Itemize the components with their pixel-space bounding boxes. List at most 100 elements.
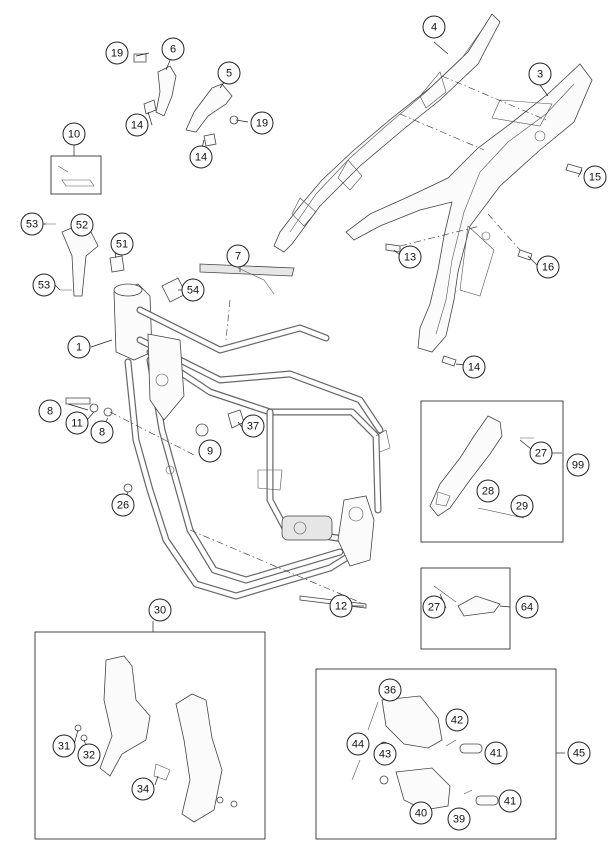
- assembly-line: [441, 75, 547, 121]
- callout-circle: [567, 741, 591, 765]
- box-group-64: [420, 567, 511, 650]
- callout-circle: [189, 145, 213, 169]
- callout-circle: [422, 15, 446, 39]
- callout-circle: [484, 741, 508, 765]
- callout-label: 8: [99, 427, 105, 439]
- callout-c16: 16: [536, 255, 560, 279]
- callout-circle: [462, 355, 486, 379]
- callout-circle: [378, 678, 402, 702]
- callout-label: 7: [235, 251, 241, 263]
- callout-label: 16: [542, 262, 554, 274]
- callout-label: 64: [521, 602, 533, 614]
- callout-label: 31: [58, 741, 70, 753]
- hardware-parts: [44, 53, 583, 609]
- callout-label: 12: [335, 601, 347, 613]
- callout-label: 53: [38, 280, 50, 292]
- callout-circle: [131, 777, 155, 801]
- callout-c53a: 53: [20, 212, 44, 236]
- callout-label: 34: [137, 784, 149, 796]
- callout-label: 26: [117, 500, 129, 512]
- callout-circle: [62, 122, 86, 146]
- callout-circle: [65, 411, 89, 435]
- assembly-line: [487, 213, 521, 251]
- callout-c4: 4: [422, 15, 446, 39]
- callout-label: 8: [47, 406, 53, 418]
- callout-circle: [52, 734, 76, 758]
- callout-circle: [583, 165, 607, 189]
- callout-circle: [422, 595, 446, 619]
- group-99-parts: [429, 415, 534, 519]
- callout-circle: [398, 245, 422, 269]
- callout-circle: [70, 213, 94, 237]
- callout-c8b: 8: [90, 420, 114, 444]
- callout-label: 43: [379, 749, 391, 761]
- callout-label: 39: [453, 814, 465, 826]
- callout-circle: [217, 61, 241, 85]
- group-30-parts: [74, 655, 238, 823]
- callout-label: 13: [404, 252, 416, 264]
- callout-label: 32: [83, 750, 95, 762]
- callout-label: 14: [131, 120, 143, 132]
- callout-c9: 9: [198, 439, 222, 463]
- callout-c14a: 14: [462, 355, 486, 379]
- main-frame: [113, 283, 391, 600]
- callout-circle: [528, 62, 552, 86]
- callout-label: 44: [352, 739, 364, 751]
- callout-c39: 39: [447, 807, 471, 831]
- callout-c7: 7: [226, 244, 250, 268]
- callout-c14c: 14: [189, 145, 213, 169]
- callout-circle: [226, 244, 250, 268]
- callout-label: 37: [247, 421, 259, 433]
- callout-c42: 42: [445, 708, 469, 732]
- callout-c5: 5: [217, 61, 241, 85]
- callout-circle: [198, 439, 222, 463]
- assembly-line: [225, 299, 231, 341]
- callout-circle: [161, 37, 185, 61]
- callout-c30: 30: [148, 598, 172, 622]
- callout-c54: 54: [181, 278, 205, 302]
- callout-c28: 28: [476, 479, 500, 503]
- callout-c44: 44: [346, 732, 370, 756]
- callout-circle: [90, 420, 114, 444]
- callout-circle: [498, 789, 522, 813]
- callout-circle: [125, 113, 149, 137]
- group-64-parts: [433, 585, 501, 617]
- callout-circle: [536, 255, 560, 279]
- callout-label: 27: [535, 448, 547, 460]
- callout-circle: [510, 494, 534, 518]
- callout-label: 28: [482, 486, 494, 498]
- callout-circle: [111, 493, 135, 517]
- callout-label: 29: [516, 501, 528, 513]
- callout-circle: [181, 278, 205, 302]
- callout-c52: 52: [70, 213, 94, 237]
- callout-label: 41: [490, 748, 502, 760]
- callout-circle: [110, 232, 134, 256]
- callout-c64: 64: [515, 595, 539, 619]
- callout-c41b: 41: [498, 789, 522, 813]
- subframe-left-rail: [273, 13, 501, 253]
- callout-circle: [346, 732, 370, 756]
- callout-circle: [32, 273, 56, 297]
- callout-c3: 3: [528, 62, 552, 86]
- callout-c43: 43: [373, 742, 397, 766]
- callout-label: 10: [68, 129, 80, 141]
- callout-label: 9: [207, 446, 213, 458]
- callout-c6: 6: [161, 37, 185, 61]
- callout-label: 6: [170, 44, 176, 56]
- callout-circle: [329, 594, 353, 618]
- callout-circle: [105, 41, 129, 65]
- callout-label: 42: [451, 715, 463, 727]
- callout-circle: [250, 111, 274, 135]
- callout-label: 30: [154, 605, 166, 617]
- callout-c29: 29: [510, 494, 534, 518]
- callout-c51: 51: [110, 232, 134, 256]
- box-group-99: [420, 400, 564, 543]
- callout-c26: 26: [111, 493, 135, 517]
- assembly-line: [399, 113, 485, 151]
- callout-c13: 13: [398, 245, 422, 269]
- callout-c15: 15: [583, 165, 607, 189]
- callout-c34: 34: [131, 777, 155, 801]
- callout-label: 19: [111, 48, 123, 60]
